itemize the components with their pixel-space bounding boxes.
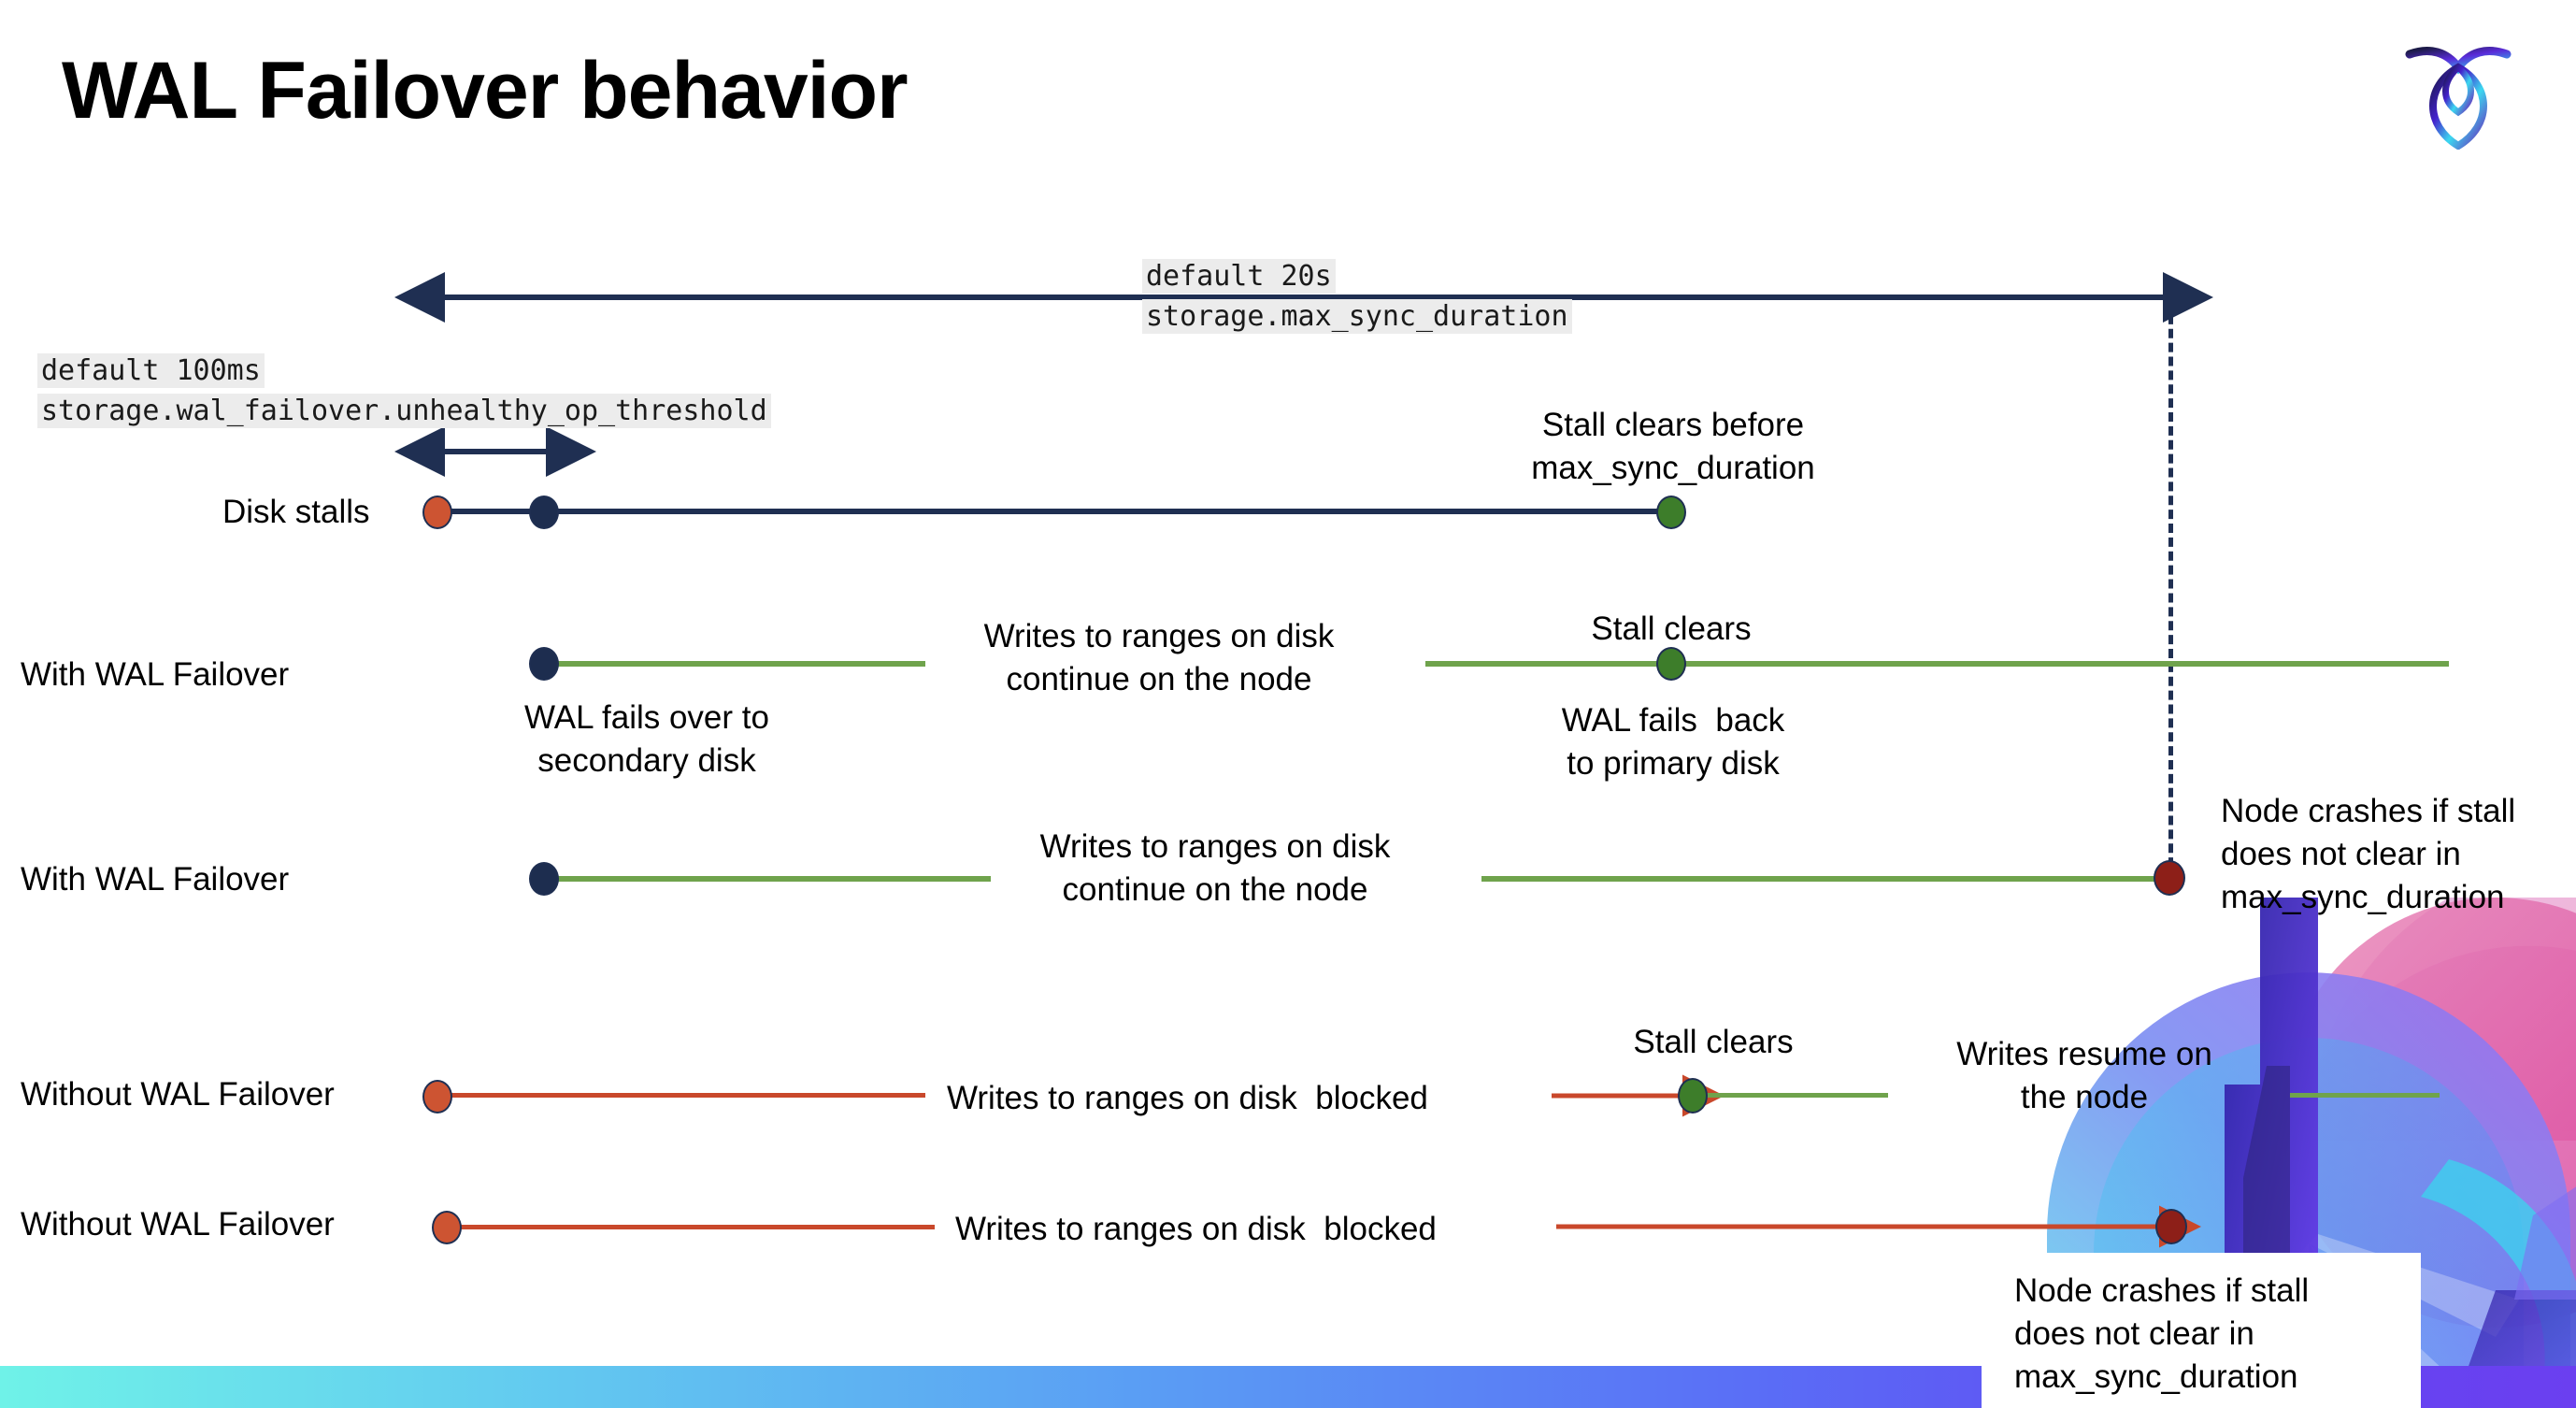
- row5-crash-dot: [2155, 1209, 2187, 1244]
- stall-clears-before-note: Stall clears before max_sync_duration: [1531, 407, 1815, 487]
- row4-stall-clears-note: Stall clears: [1633, 1024, 1794, 1060]
- cockroachdb-logo-icon: [2402, 28, 2514, 151]
- row3-crash-dot: [2154, 860, 2185, 896]
- row-label-without-wal-failover-1: Without WAL Failover: [21, 1076, 335, 1113]
- row4-writes-resume-note: Writes resume on the node: [1956, 1036, 2212, 1116]
- unhealthy-op-setting-name: storage.wal_failover.unhealthy_op_thresh…: [37, 394, 771, 428]
- row-label-without-wal-failover-2: Without WAL Failover: [21, 1206, 335, 1243]
- row4-green-line: [1701, 1093, 1888, 1098]
- page-title: WAL Failover behavior: [62, 46, 909, 136]
- row-label-with-wal-failover-2: With WAL Failover: [21, 861, 290, 898]
- disk-stalls-timeline: [439, 509, 1678, 514]
- row4-green-line-far-right: [2290, 1093, 2440, 1098]
- max-sync-duration-boundary-line: [2168, 301, 2173, 881]
- row4-orange-line: [449, 1093, 925, 1098]
- row2-wal-fails-back-note: WAL fails back to primary disk: [1561, 702, 1785, 783]
- max-sync-setting-name: storage.max_sync_duration: [1142, 299, 1572, 334]
- row2-failover-dot: [529, 647, 559, 681]
- disk-stall-failover-dot: [529, 496, 559, 529]
- row2-green-line-right: [1425, 661, 2449, 667]
- row3-crash-note: Node crashes if stall does not clear in …: [2221, 793, 2516, 916]
- row5-crash-note: Node crashes if stall does not clear in …: [2014, 1272, 2310, 1396]
- row3-green-line-left: [542, 876, 991, 882]
- row-label-disk-stalls: Disk stalls: [222, 494, 370, 530]
- row5-orange-line: [458, 1225, 935, 1229]
- row3-failover-dot: [529, 862, 559, 896]
- row3-green-line-right: [1481, 876, 2173, 882]
- unhealthy-op-default-label: default 100ms: [37, 353, 265, 388]
- row4-writes-blocked-note: Writes to ranges on disk blocked: [947, 1080, 1428, 1116]
- row2-wal-fails-over-note: WAL fails over to secondary disk: [524, 699, 769, 780]
- max-sync-default-label: default 20s: [1142, 259, 1336, 294]
- row2-writes-continue-note: Writes to ranges on disk continue on the…: [983, 618, 1335, 698]
- row4-stall-clear-dot: [1678, 1078, 1708, 1113]
- row2-green-line-left: [542, 661, 925, 667]
- row-label-with-wal-failover-1: With WAL Failover: [21, 656, 290, 693]
- row2-stall-clear-dot: [1656, 647, 1686, 681]
- row4-stall-start-dot: [422, 1080, 452, 1113]
- disk-stall-clear-dot: [1656, 496, 1686, 529]
- row2-stall-clears-note: Stall clears: [1591, 611, 1752, 647]
- row5-writes-blocked-note: Writes to ranges on disk blocked: [955, 1211, 1437, 1247]
- row3-writes-continue-note: Writes to ranges on disk continue on the…: [1039, 828, 1391, 909]
- disk-stall-start-dot: [422, 496, 452, 529]
- row5-stall-start-dot: [432, 1211, 462, 1244]
